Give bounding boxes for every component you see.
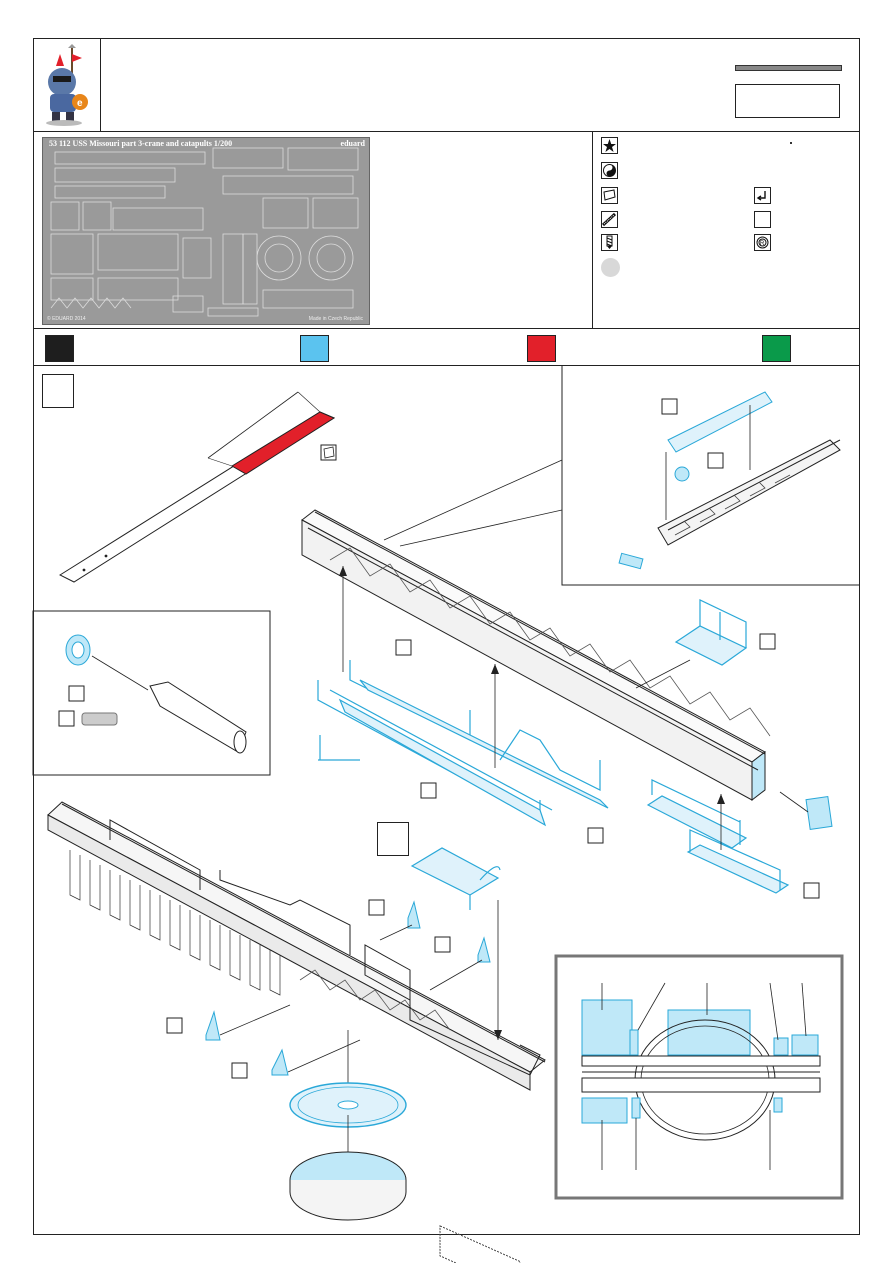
file-icon — [601, 211, 618, 228]
detail-inset-bottom — [554, 954, 844, 1200]
fret-title: 53 112 USS Missouri part 3-crane and cat… — [49, 139, 233, 148]
grey-circle-icon — [601, 258, 620, 277]
step-number-box — [42, 374, 74, 408]
title-bar — [735, 65, 842, 71]
svg-text:e: e — [77, 98, 83, 109]
color-row-bottom-rule — [33, 365, 860, 366]
brackets — [205, 900, 491, 1076]
fret-brand: eduard — [340, 139, 365, 148]
header-divider — [100, 38, 101, 131]
turntable — [289, 1030, 407, 1221]
catapult-beam-upper — [301, 509, 771, 802]
walkway-right-lower — [646, 779, 790, 894]
color-swatch-red — [527, 335, 556, 362]
bend-arrow-icon — [754, 187, 771, 204]
photo-etch-fret: 53 112 USS Missouri part 3-crane and cat… — [42, 137, 370, 325]
fret-parts-drawing — [50, 147, 359, 317]
catapult-beam-lower — [47, 801, 546, 1263]
fret-made-in: Made in Czech Republic — [308, 316, 363, 322]
legend-tick-mark — [790, 142, 792, 144]
roll-icon: R — [754, 234, 771, 251]
sheet-bottom-rule — [33, 328, 860, 329]
platform-right — [674, 599, 748, 666]
color-swatch-blue — [300, 335, 329, 362]
sub-step-box — [377, 822, 409, 856]
detail-inset-top — [383, 366, 860, 586]
roller-detail — [65, 634, 247, 754]
color-swatch-green — [762, 335, 791, 362]
cradle-part — [410, 847, 501, 910]
header-bottom-rule — [33, 131, 860, 132]
svg-text:R: R — [760, 241, 765, 247]
sheet-legend-divider — [592, 131, 593, 328]
star-icon — [601, 137, 618, 154]
fret-copyright: © EDUARD 2014 — [47, 316, 86, 322]
bend-paper-icon — [601, 187, 618, 204]
drill-icon — [601, 234, 618, 251]
yin-yang-icon — [601, 162, 618, 179]
blank-square-icon — [754, 211, 771, 228]
walkway-railing-left — [317, 660, 609, 827]
kit-number-box — [735, 84, 840, 118]
color-swatch-black — [45, 335, 74, 362]
knight-mascot-logo: e — [36, 44, 96, 126]
masking-tape-strip — [58, 391, 336, 583]
